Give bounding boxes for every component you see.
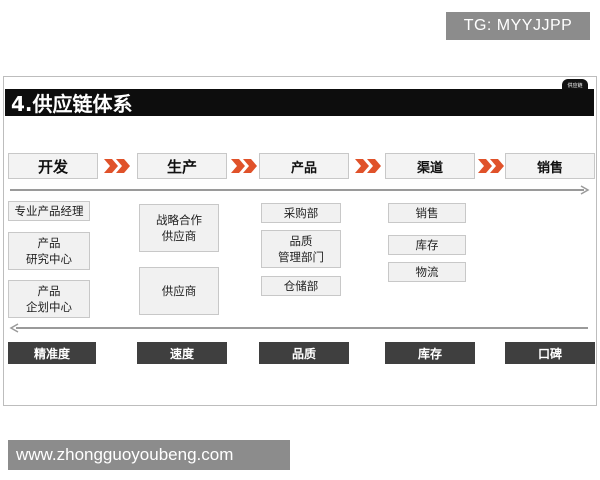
stage-channel: 渠道 <box>385 153 475 179</box>
metric-inventory: 库存 <box>385 342 475 364</box>
metric-accuracy: 精准度 <box>8 342 96 364</box>
slide-title: 4.供应链体系 <box>5 89 594 116</box>
stage-sales: 销售 <box>505 153 595 179</box>
item-product-manager: 专业产品经理 <box>8 201 90 221</box>
bottom-watermark-url: www.zhongguoyoubeng.com <box>8 440 290 470</box>
item-sales: 销售 <box>388 203 466 223</box>
arrow-right-icon <box>580 185 590 195</box>
chevron-arrow-icon <box>104 159 130 173</box>
metric-reputation: 口碑 <box>505 342 595 364</box>
forward-flow-line <box>10 189 584 191</box>
metric-quality: 品质 <box>259 342 349 364</box>
item-logistics: 物流 <box>388 262 466 282</box>
metric-speed: 速度 <box>137 342 227 364</box>
chevron-arrow-icon <box>231 159 257 173</box>
chevron-arrow-icon <box>355 159 381 173</box>
item-strategic-supplier: 战略合作 供应商 <box>139 204 219 252</box>
item-quality-management: 品质 管理部门 <box>261 230 341 268</box>
feedback-flow-line <box>16 327 588 329</box>
item-warehouse-dept: 仓储部 <box>261 276 341 296</box>
item-product-planning-center: 产品 企划中心 <box>8 280 90 318</box>
chevron-arrow-icon <box>478 159 504 173</box>
item-product-research-center: 产品 研究中心 <box>8 232 90 270</box>
item-purchasing-dept: 采购部 <box>261 203 341 223</box>
arrow-left-icon <box>9 323 19 333</box>
item-inventory: 库存 <box>388 235 466 255</box>
top-watermark: TG: MYYJJPP <box>446 12 590 40</box>
logo-mark: 供应链 <box>562 79 588 91</box>
stage-development: 开发 <box>8 153 98 179</box>
item-supplier: 供应商 <box>139 267 219 315</box>
stage-product: 产品 <box>259 153 349 179</box>
stage-production: 生产 <box>137 153 227 179</box>
